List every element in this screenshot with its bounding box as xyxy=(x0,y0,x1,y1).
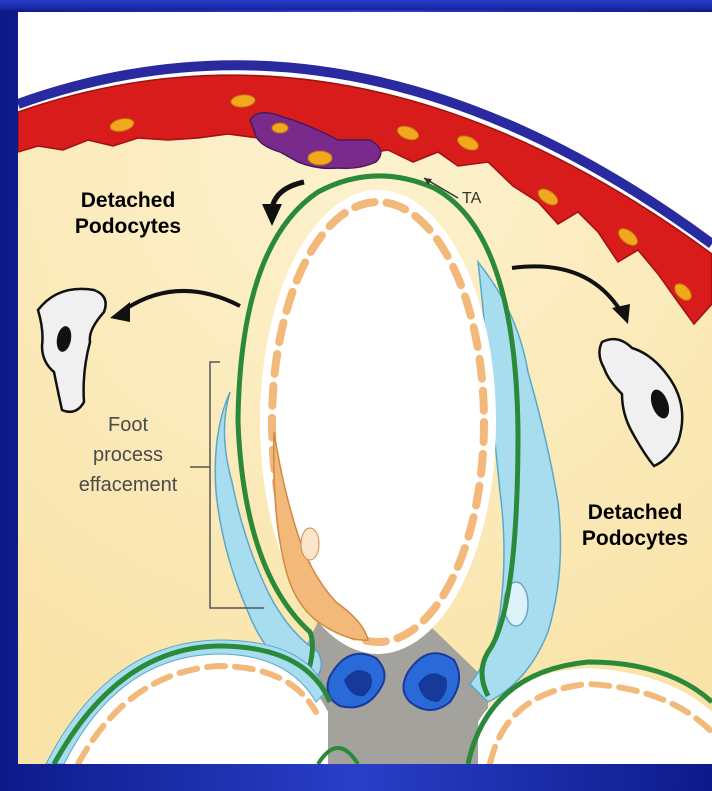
detached-label-left-line2: Podocytes xyxy=(58,214,198,240)
ta-label: TA xyxy=(462,190,481,208)
detached-label-right-line2: Podocytes xyxy=(560,526,710,552)
transitional-nucleus xyxy=(308,151,332,165)
foot-process-label: Foot process effacement xyxy=(58,410,198,500)
slide-top-bar xyxy=(0,0,712,10)
foot-process-label-line1: Foot xyxy=(58,410,198,440)
transitional-nucleus-2 xyxy=(272,123,288,133)
detached-label-right-line1: Detached xyxy=(560,500,710,526)
foot-process-label-line3: effacement xyxy=(58,470,198,500)
detached-label-left-line1: Detached xyxy=(58,188,198,214)
endothelial-nucleus xyxy=(301,528,319,560)
foot-process-label-line2: process xyxy=(58,440,198,470)
detached-label-right: Detached Podocytes xyxy=(560,500,710,552)
glomerulus-diagram xyxy=(18,12,712,764)
detached-label-left: Detached Podocytes xyxy=(58,188,198,240)
figure-panel: Detached Podocytes Detached Podocytes Fo… xyxy=(18,12,712,764)
